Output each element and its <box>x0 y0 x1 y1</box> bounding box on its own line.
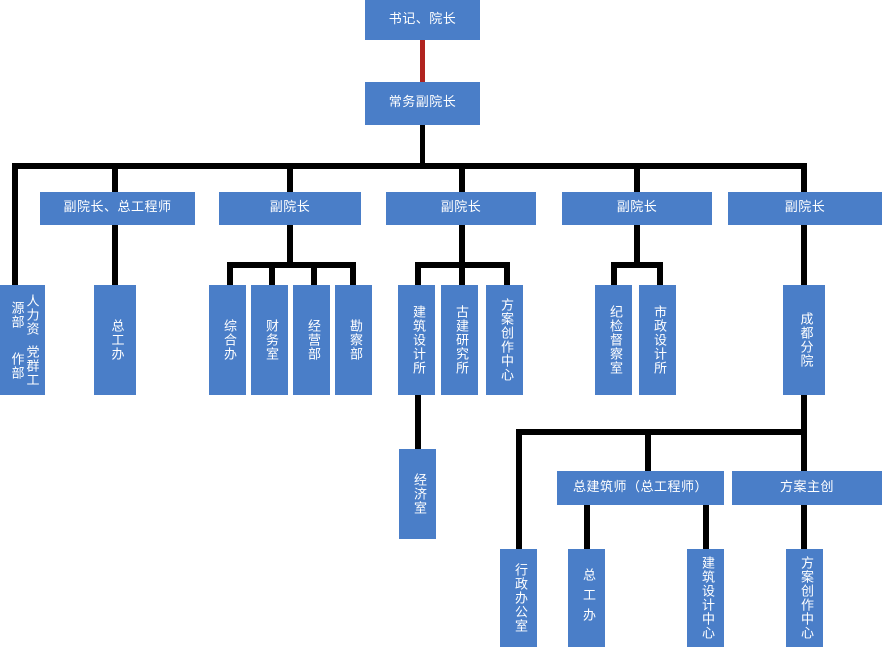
connector-vp2-drop-2 <box>269 262 275 287</box>
node-discipline-inspection-office[interactable]: 纪检督察室 <box>595 285 632 395</box>
node-vice-president-3[interactable]: 副院长 <box>386 192 536 225</box>
connector-branch-drop-chief-architect <box>645 429 651 471</box>
node-operations-dept[interactable]: 经营部 <box>293 285 330 395</box>
connector-bus-drop-vp4 <box>634 163 640 193</box>
node-municipal-design-institute[interactable]: 市政设计所 <box>639 285 676 395</box>
connector-vp2-drop-4 <box>350 262 356 287</box>
node-architectural-design-center[interactable]: 建筑设计中心 <box>687 549 724 647</box>
node-vp-chief-engineer[interactable]: 副院长、总工程师 <box>40 192 195 225</box>
node-vice-president-2[interactable]: 副院长 <box>219 192 361 225</box>
node-vice-president-5[interactable]: 副院长 <box>728 192 882 225</box>
node-party-work-dept-label: 党群工作部 <box>8 344 39 387</box>
connector-chengdu-branch-stem <box>801 394 807 432</box>
node-hr-dept-label: 人力资源部 <box>8 293 39 336</box>
connector-scheme-lead-to-scheme-center <box>801 505 807 550</box>
connector-main-bus <box>12 163 807 169</box>
connector-branch-drop-admin <box>516 429 522 550</box>
connector-vp3-drop-3 <box>504 262 510 287</box>
node-scheme-creation-center[interactable]: 方案创作中心 <box>486 285 523 395</box>
connector-vp3-stem <box>459 224 465 264</box>
node-chief-architect[interactable]: 总建筑师（总工程师） <box>557 471 724 505</box>
connector-vp1-to-chief-eng-office <box>112 224 118 286</box>
connector-bus-drop-vp2 <box>287 163 293 193</box>
node-architectural-design-institute[interactable]: 建筑设计所 <box>398 285 435 395</box>
node-branch-scheme-creation-center[interactable]: 方案创作中心 <box>786 549 823 647</box>
node-chengdu-branch[interactable]: 成都分院 <box>783 285 825 395</box>
connector-bus-drop-vp1 <box>112 163 118 193</box>
connector-vp4-drop-1 <box>611 262 617 287</box>
connector-vp4-bus <box>611 262 663 268</box>
connector-root-to-exec-vp <box>420 38 425 82</box>
node-survey-dept[interactable]: 勘察部 <box>335 285 372 395</box>
connector-vp3-drop-1 <box>415 262 421 287</box>
node-finance-office[interactable]: 财务室 <box>251 285 288 395</box>
connector-vp4-stem <box>634 224 640 264</box>
node-hr-and-party-dept[interactable]: 人力资源部 党群工作部 <box>0 285 45 395</box>
connector-vp4-drop-2 <box>657 262 663 287</box>
connector-arch-institute-to-economics-office <box>415 394 421 450</box>
connector-chief-architect-to-chief-eng-office <box>584 505 590 550</box>
connector-branch-bus <box>516 429 807 435</box>
connector-bus-drop-far-left <box>12 163 18 286</box>
node-vice-president-4[interactable]: 副院长 <box>562 192 712 225</box>
connector-branch-drop-scheme-lead <box>801 429 807 471</box>
connector-exec-vp-stem <box>420 124 425 165</box>
connector-chief-architect-to-arch-design-center <box>703 505 709 550</box>
node-admin-office[interactable]: 行政办公室 <box>500 549 537 647</box>
connector-vp5-to-chengdu-branch <box>801 224 807 286</box>
node-ancient-architecture-institute[interactable]: 古建研究所 <box>441 285 478 395</box>
node-scheme-lead[interactable]: 方案主创 <box>732 471 882 505</box>
connector-vp2-drop-3 <box>311 262 317 287</box>
connector-vp2-stem <box>287 224 293 264</box>
node-branch-chief-engineer-office[interactable]: 总工办 <box>568 549 605 647</box>
node-root[interactable]: 书记、院长 <box>365 0 480 40</box>
node-chief-engineer-office[interactable]: 总工办 <box>94 285 136 395</box>
connector-vp3-drop-2 <box>459 262 465 287</box>
node-economics-office[interactable]: 经济室 <box>399 449 436 539</box>
connector-bus-drop-vp3 <box>459 163 465 193</box>
connector-vp2-drop-1 <box>227 262 233 287</box>
node-general-office[interactable]: 综合办 <box>209 285 246 395</box>
node-exec-vice-president[interactable]: 常务副院长 <box>365 82 480 125</box>
connector-vp2-bus <box>227 262 356 268</box>
connector-bus-drop-vp5 <box>801 163 807 193</box>
